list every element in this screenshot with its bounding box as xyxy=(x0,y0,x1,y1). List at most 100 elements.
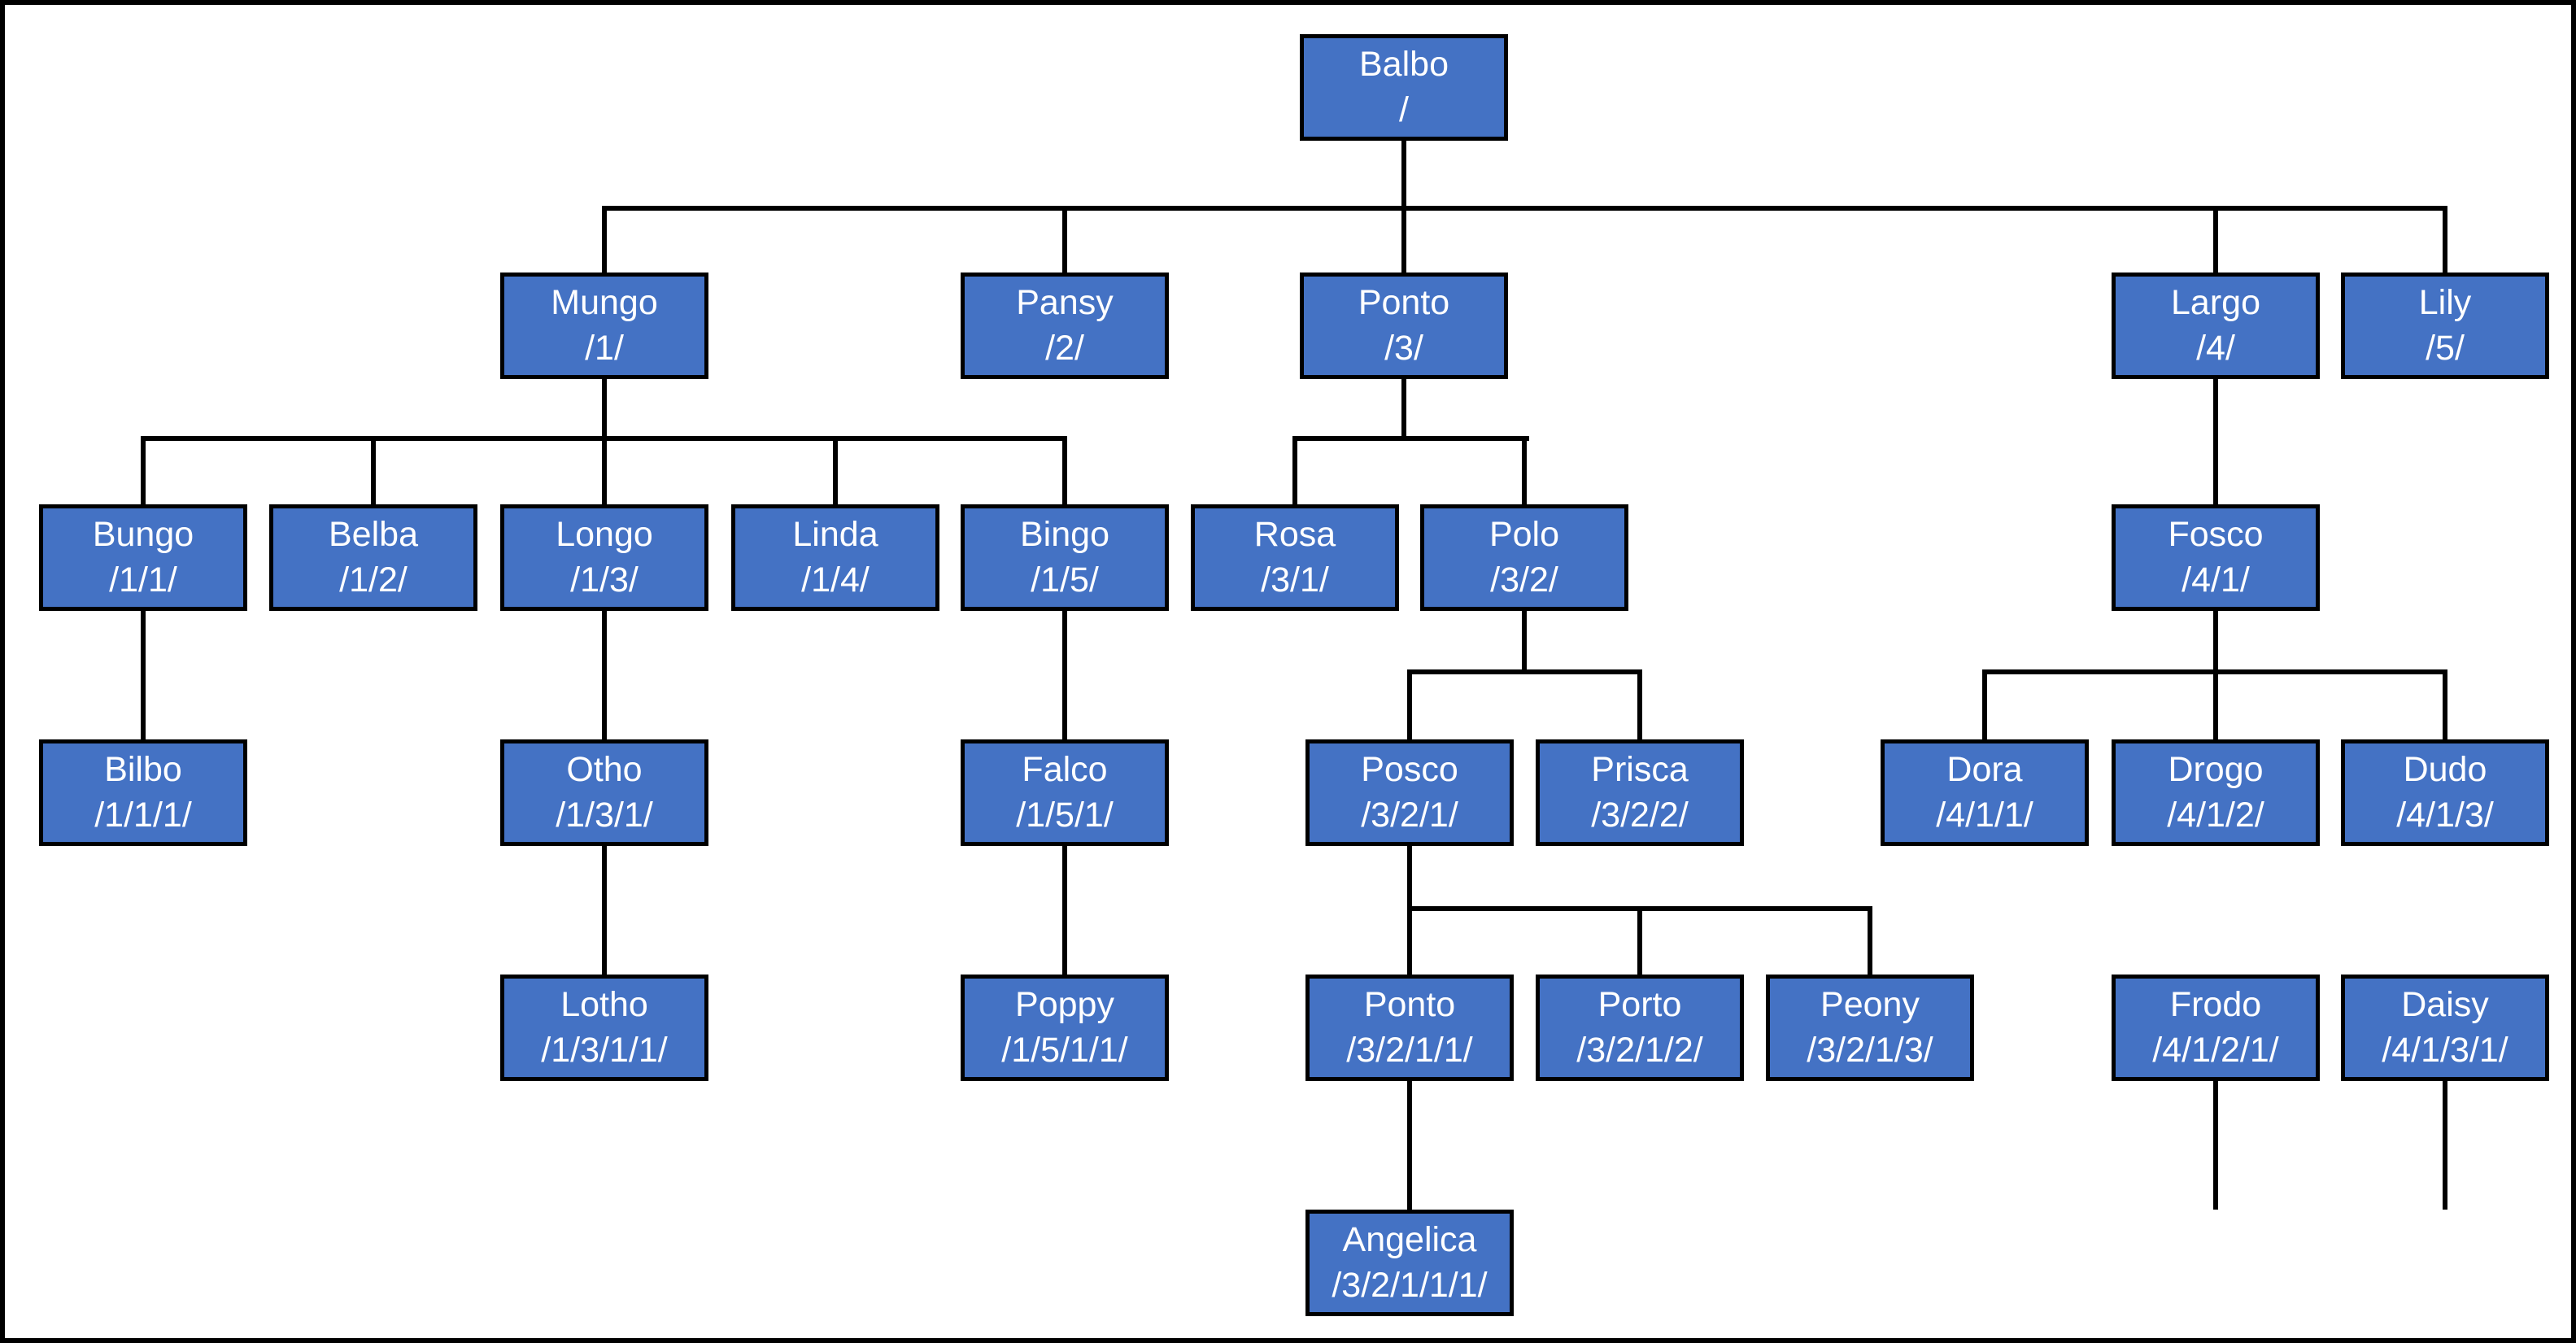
connector-drop-pansy xyxy=(1062,206,1067,273)
connector-drop-lily xyxy=(2443,206,2447,273)
node-name: Rosa xyxy=(1253,515,1336,555)
connector-drop-bungo xyxy=(141,436,146,504)
node-name: Linda xyxy=(792,515,878,555)
node-peony[interactable]: Peony /3/2/1/3/ xyxy=(1766,975,1974,1081)
node-name: Bungo xyxy=(92,515,194,555)
node-name: Posco xyxy=(1361,750,1458,790)
node-name: Poppy xyxy=(1015,985,1114,1025)
node-path: /4/ xyxy=(2196,328,2235,368)
node-posco[interactable]: Posco /3/2/1/ xyxy=(1305,739,1514,846)
connector-mungo-longo xyxy=(602,379,607,504)
node-belba[interactable]: Belba /1/2/ xyxy=(269,504,477,611)
node-polo[interactable]: Polo /3/2/ xyxy=(1420,504,1628,611)
node-path: /1/5/1/ xyxy=(1016,795,1114,835)
node-mungo[interactable]: Mungo /1/ xyxy=(500,273,708,379)
connector-bus-ponto-children xyxy=(1292,436,1529,441)
connector-drogo-frodo xyxy=(2213,1081,2218,1210)
connector-drop-dudo xyxy=(2443,669,2447,739)
node-name: Angelica xyxy=(1342,1220,1477,1260)
node-path: /3/ xyxy=(1384,328,1423,368)
connector-drop-peony xyxy=(1868,906,1872,975)
node-path: /3/1/ xyxy=(1261,560,1329,600)
connector-fosco-drogo xyxy=(2213,611,2218,739)
node-linda[interactable]: Linda /1/4/ xyxy=(731,504,939,611)
node-path: /1/3/1/1/ xyxy=(541,1030,668,1070)
node-name: Pansy xyxy=(1016,283,1114,323)
connector-dudo-daisy xyxy=(2443,1081,2447,1210)
node-path: /4/1/2/1/ xyxy=(2152,1030,2279,1070)
node-path: /2/ xyxy=(1045,328,1084,368)
node-name: Dudo xyxy=(2403,750,2487,790)
node-name: Fosco xyxy=(2168,515,2264,555)
node-bilbo[interactable]: Bilbo /1/1/1/ xyxy=(39,739,247,846)
node-name: Lily xyxy=(2418,283,2472,323)
node-name: Frodo xyxy=(2169,985,2262,1025)
connector-bungo-bilbo xyxy=(141,611,146,739)
node-name: Ponto xyxy=(1363,985,1456,1025)
node-name: Dora xyxy=(1946,750,2023,790)
node-bingo[interactable]: Bingo /1/5/ xyxy=(961,504,1169,611)
node-dora[interactable]: Dora /4/1/1/ xyxy=(1881,739,2089,846)
node-path: /1/1/ xyxy=(109,560,177,600)
connector-falco-poppy xyxy=(1062,846,1067,975)
node-balbo[interactable]: Balbo / xyxy=(1300,34,1508,141)
node-path: /4/1/3/ xyxy=(2396,795,2494,835)
node-path: /4/1/3/1/ xyxy=(2382,1030,2508,1070)
connector-otho-lotho xyxy=(602,846,607,975)
node-angelica[interactable]: Angelica /3/2/1/1/1/ xyxy=(1305,1210,1514,1316)
node-porto[interactable]: Porto /3/2/1/2/ xyxy=(1536,975,1744,1081)
connector-bus-mungo-children xyxy=(141,436,1067,441)
node-ponto[interactable]: Ponto /3/ xyxy=(1300,273,1508,379)
node-path: /5/ xyxy=(2426,328,2465,368)
connector-drop-bingo xyxy=(1062,436,1067,504)
node-path: /1/ xyxy=(585,328,624,368)
node-name: Falco xyxy=(1022,750,1108,790)
connector-ponto-down xyxy=(1401,379,1406,441)
node-poppy[interactable]: Poppy /1/5/1/1/ xyxy=(961,975,1169,1081)
node-drogo[interactable]: Drogo /4/1/2/ xyxy=(2112,739,2320,846)
node-name: Mungo xyxy=(551,283,658,323)
node-falco[interactable]: Falco /1/5/1/ xyxy=(961,739,1169,846)
node-path: /3/2/2/ xyxy=(1591,795,1689,835)
connector-drop-rosa xyxy=(1292,436,1297,504)
node-name: Bilbo xyxy=(104,750,182,790)
node-frodo[interactable]: Frodo /4/1/2/1/ xyxy=(2112,975,2320,1081)
node-fosco[interactable]: Fosco /4/1/ xyxy=(2112,504,2320,611)
node-longo[interactable]: Longo /1/3/ xyxy=(500,504,708,611)
node-name: Polo xyxy=(1489,515,1560,555)
connector-drop-prisca xyxy=(1637,669,1642,739)
node-prisca[interactable]: Prisca /3/2/2/ xyxy=(1536,739,1744,846)
node-name: Largo xyxy=(2171,283,2260,323)
node-pansy[interactable]: Pansy /2/ xyxy=(961,273,1169,379)
node-lotho[interactable]: Lotho /1/3/1/1/ xyxy=(500,975,708,1081)
node-name: Longo xyxy=(556,515,653,555)
node-name: Lotho xyxy=(560,985,648,1025)
connector-drop-dora xyxy=(1982,669,1987,739)
connector-bus-fosco-children xyxy=(1982,669,2447,674)
node-largo[interactable]: Largo /4/ xyxy=(2112,273,2320,379)
node-name: Balbo xyxy=(1359,45,1449,85)
connector-drop-largo xyxy=(2213,206,2218,273)
node-name: Otho xyxy=(566,750,643,790)
connector-drop-mungo xyxy=(602,206,607,273)
node-name: Belba xyxy=(329,515,418,555)
node-dudo[interactable]: Dudo /4/1/3/ xyxy=(2341,739,2549,846)
node-path: / xyxy=(1399,89,1409,129)
node-path: /1/3/1/ xyxy=(556,795,653,835)
node-name: Bingo xyxy=(1020,515,1109,555)
node-ponto-jr[interactable]: Ponto /3/2/1/1/ xyxy=(1305,975,1514,1081)
node-name: Ponto xyxy=(1358,283,1450,323)
node-daisy[interactable]: Daisy /4/1/3/1/ xyxy=(2341,975,2549,1081)
node-path: /3/2/ xyxy=(1490,560,1558,600)
node-path: /3/2/1/1/ xyxy=(1346,1030,1473,1070)
connector-largo-fosco xyxy=(2213,379,2218,504)
node-path: /1/5/1/1/ xyxy=(1001,1030,1128,1070)
node-path: /3/2/1/1/1/ xyxy=(1332,1265,1488,1305)
node-lily[interactable]: Lily /5/ xyxy=(2341,273,2549,379)
node-otho[interactable]: Otho /1/3/1/ xyxy=(500,739,708,846)
node-bungo[interactable]: Bungo /1/1/ xyxy=(39,504,247,611)
node-rosa[interactable]: Rosa /3/1/ xyxy=(1191,504,1399,611)
connector-drop-porto xyxy=(1637,906,1642,975)
node-path: /3/2/1/3/ xyxy=(1807,1030,1933,1070)
